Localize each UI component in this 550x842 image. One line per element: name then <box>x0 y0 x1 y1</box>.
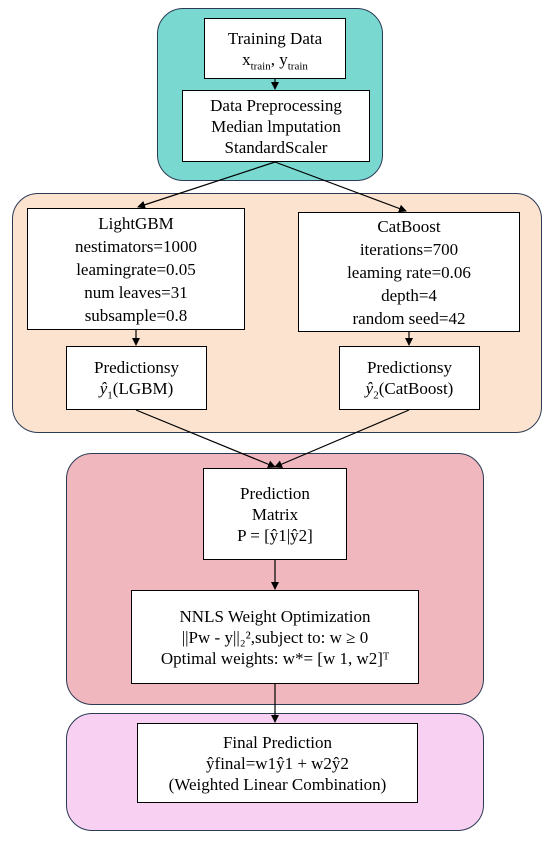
lgbm-predictions-symbol: ŷ1(LGBM) <box>99 379 174 402</box>
catboost-param: leaming rate=0.06 <box>347 262 471 282</box>
arrow-pred1-to-matrix <box>135 409 276 469</box>
lightgbm-param: nestimators=1000 <box>75 236 197 256</box>
catboost-predictions-box: Predictionsy ŷ2(CatBoost) <box>339 346 480 410</box>
catboost-param: iterations=700 <box>359 239 459 259</box>
matrix-title-line1: Prediction <box>240 483 310 503</box>
prediction-matrix-box: Prediction Matrix P = [ŷ1|ŷ2] <box>203 468 347 560</box>
final-title: Final Prediction <box>222 732 333 752</box>
catboost-box: CatBoost iterations=700 leaming rate=0.0… <box>298 212 520 332</box>
data-preprocessing-box: Data Preprocessing Median lmputation Sta… <box>182 90 370 162</box>
arrow-preprocess-to-catboost <box>274 161 407 213</box>
training-data-box: Training Data xtrain, ytrain <box>204 18 346 79</box>
lgbm-predictions-title: Predictionsy <box>94 358 179 377</box>
lgbm-predictions-box: Predictionsy ŷ1(LGBM) <box>66 346 207 410</box>
preprocessing-title: Data Preprocessing <box>210 95 342 115</box>
lightgbm-param: leamingrate=0.05 <box>76 259 196 279</box>
matrix-title-line2: Matrix <box>251 504 299 524</box>
nnls-objective: ||Pw - y||₂²,subject to: w ≥ 0 <box>181 627 369 647</box>
preprocessing-imputation: Median lmputation <box>211 116 341 136</box>
arrow-preprocess-to-lightgbm <box>137 161 276 209</box>
final-prediction-box: Final Prediction ŷfinal=w1ŷ1 + w2ŷ2 (Wei… <box>137 723 418 803</box>
lightgbm-param: num leaves=31 <box>84 282 188 302</box>
training-data-title: Training Data <box>227 28 323 48</box>
nnls-weights: Optimal weights: w*= [w 1, w2]ᵀ <box>160 648 390 668</box>
catboost-title: CatBoost <box>377 216 441 236</box>
catboost-predictions-title: Predictionsy <box>367 358 452 377</box>
catboost-predictions-symbol: ŷ2(CatBoost) <box>365 379 454 402</box>
nnls-optimization-box: NNLS Weight Optimization ||Pw - y||₂²,su… <box>131 590 419 684</box>
preprocessing-scaler: StandardScaler <box>224 137 328 157</box>
arrow-pred2-to-matrix <box>274 409 410 468</box>
nnls-title: NNLS Weight Optimization <box>179 606 371 626</box>
catboost-param: random seed=42 <box>352 308 466 328</box>
matrix-formula: P = [ŷ1|ŷ2] <box>237 525 313 545</box>
lightgbm-param: subsample=0.8 <box>84 305 188 325</box>
lightgbm-title: LightGBM <box>98 213 174 233</box>
final-formula: ŷfinal=w1ŷ1 + w2ŷ2 <box>206 753 349 773</box>
lightgbm-box: LightGBM nestimators=1000 leamingrate=0.… <box>27 208 245 330</box>
training-data-vars: xtrain, ytrain <box>242 49 308 72</box>
catboost-param: depth=4 <box>381 285 437 305</box>
final-description: (Weighted Linear Combination) <box>168 774 387 794</box>
